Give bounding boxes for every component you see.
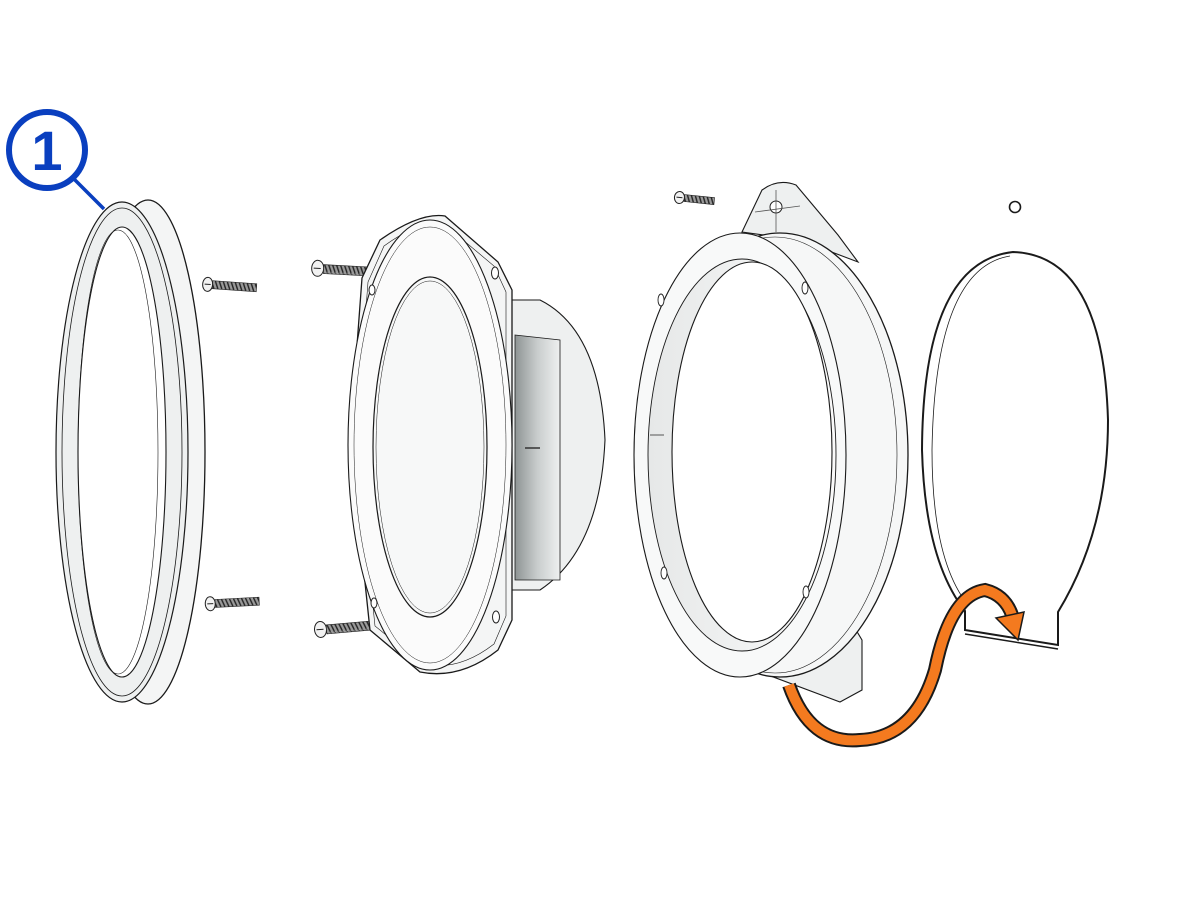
screw-c [673, 191, 715, 205]
screw-b-top [311, 259, 375, 277]
screw-a-bottom [204, 596, 260, 612]
screw-b-bottom [313, 620, 378, 638]
mounting-surface [920, 200, 1110, 650]
adapter-bracket [633, 181, 909, 703]
routing-arrow-icon [782, 582, 1025, 748]
callout-1: 1 [6, 109, 106, 211]
trim-ring [55, 199, 206, 705]
speaker [347, 214, 606, 675]
screw-hole [1008, 200, 1022, 214]
screw-a-top [202, 276, 258, 293]
callout-label: 1 [31, 119, 62, 182]
